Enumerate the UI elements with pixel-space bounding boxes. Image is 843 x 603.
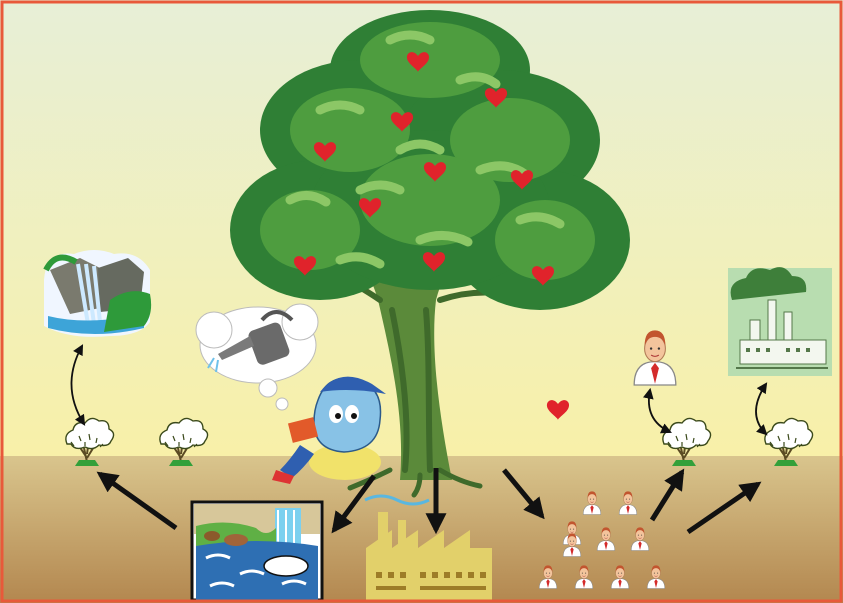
waterfall-icon [44,250,151,337]
industrial-plant-icon [728,267,832,376]
creek-picture-icon [192,502,322,600]
